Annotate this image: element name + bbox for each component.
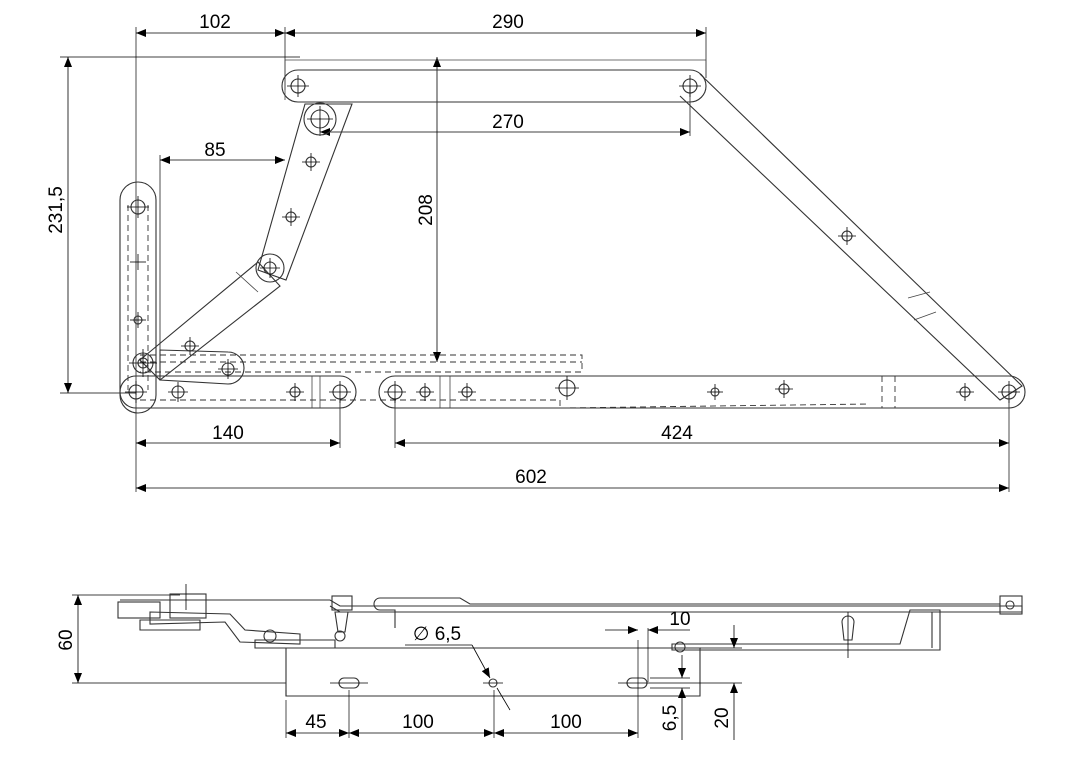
dim-20-label: 20 xyxy=(712,707,733,728)
dim-10-label: 10 xyxy=(669,609,690,630)
dim-diameter-label: ∅ 6,5 xyxy=(413,624,461,645)
side-top-strap xyxy=(120,599,1023,613)
hidden-bar xyxy=(140,354,583,373)
dim-60-label: 60 xyxy=(56,629,77,650)
diagonal-arm xyxy=(679,73,1023,401)
side-bottom-plate xyxy=(285,647,701,697)
dim-290-label: 290 xyxy=(492,12,524,33)
side-view: 60 ∅ 6,5 10 45 100 100 6,5 20 xyxy=(56,584,1023,740)
bottom-left-bar xyxy=(119,375,357,409)
dim-602-label: 602 xyxy=(515,467,547,488)
dim-85-label: 85 xyxy=(204,140,225,161)
dim-100b-label: 100 xyxy=(550,712,582,733)
dim-231-label: 231,5 xyxy=(46,186,67,234)
side-right-bracket xyxy=(671,609,941,651)
dim-6-5-label: 6,5 xyxy=(660,705,681,731)
left-upright xyxy=(119,181,157,414)
dim-424-label: 424 xyxy=(661,423,693,444)
dim-208-label: 208 xyxy=(416,194,437,226)
top-bar xyxy=(281,69,707,103)
side-pivot-block xyxy=(169,593,207,619)
holes xyxy=(125,75,1020,403)
short-link xyxy=(159,349,245,385)
dim-140-label: 140 xyxy=(212,423,244,444)
bottom-right-bar xyxy=(378,375,1026,409)
dim-45-label: 45 xyxy=(305,712,326,733)
dim-100a-label: 100 xyxy=(402,712,434,733)
pivot-boss xyxy=(303,102,337,136)
upper-link xyxy=(257,103,353,281)
top-view: 102 290 270 85 231,5 208 140 424 602 xyxy=(46,12,1026,492)
dim-270-label: 270 xyxy=(492,112,524,133)
dim-102-label: 102 xyxy=(199,12,231,33)
